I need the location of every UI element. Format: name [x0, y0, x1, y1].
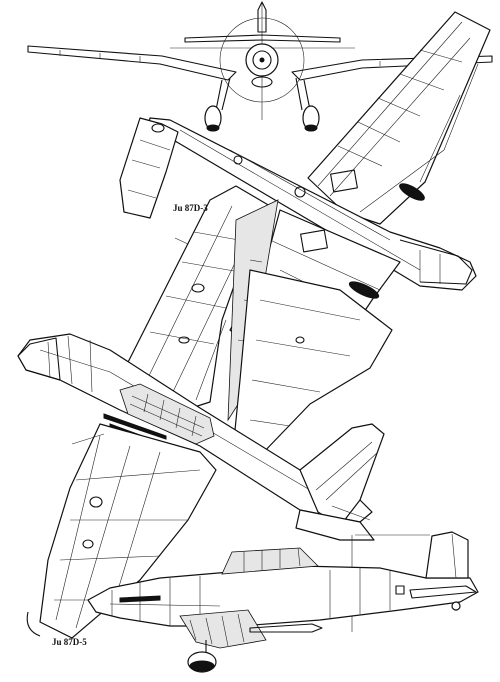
variant-label-d5: Ju 87D-5 [52, 637, 87, 647]
side-view [87, 531, 479, 673]
underside-view-d5 [17, 185, 393, 639]
variant-label-d3: Ju 87D-3 [173, 203, 208, 213]
